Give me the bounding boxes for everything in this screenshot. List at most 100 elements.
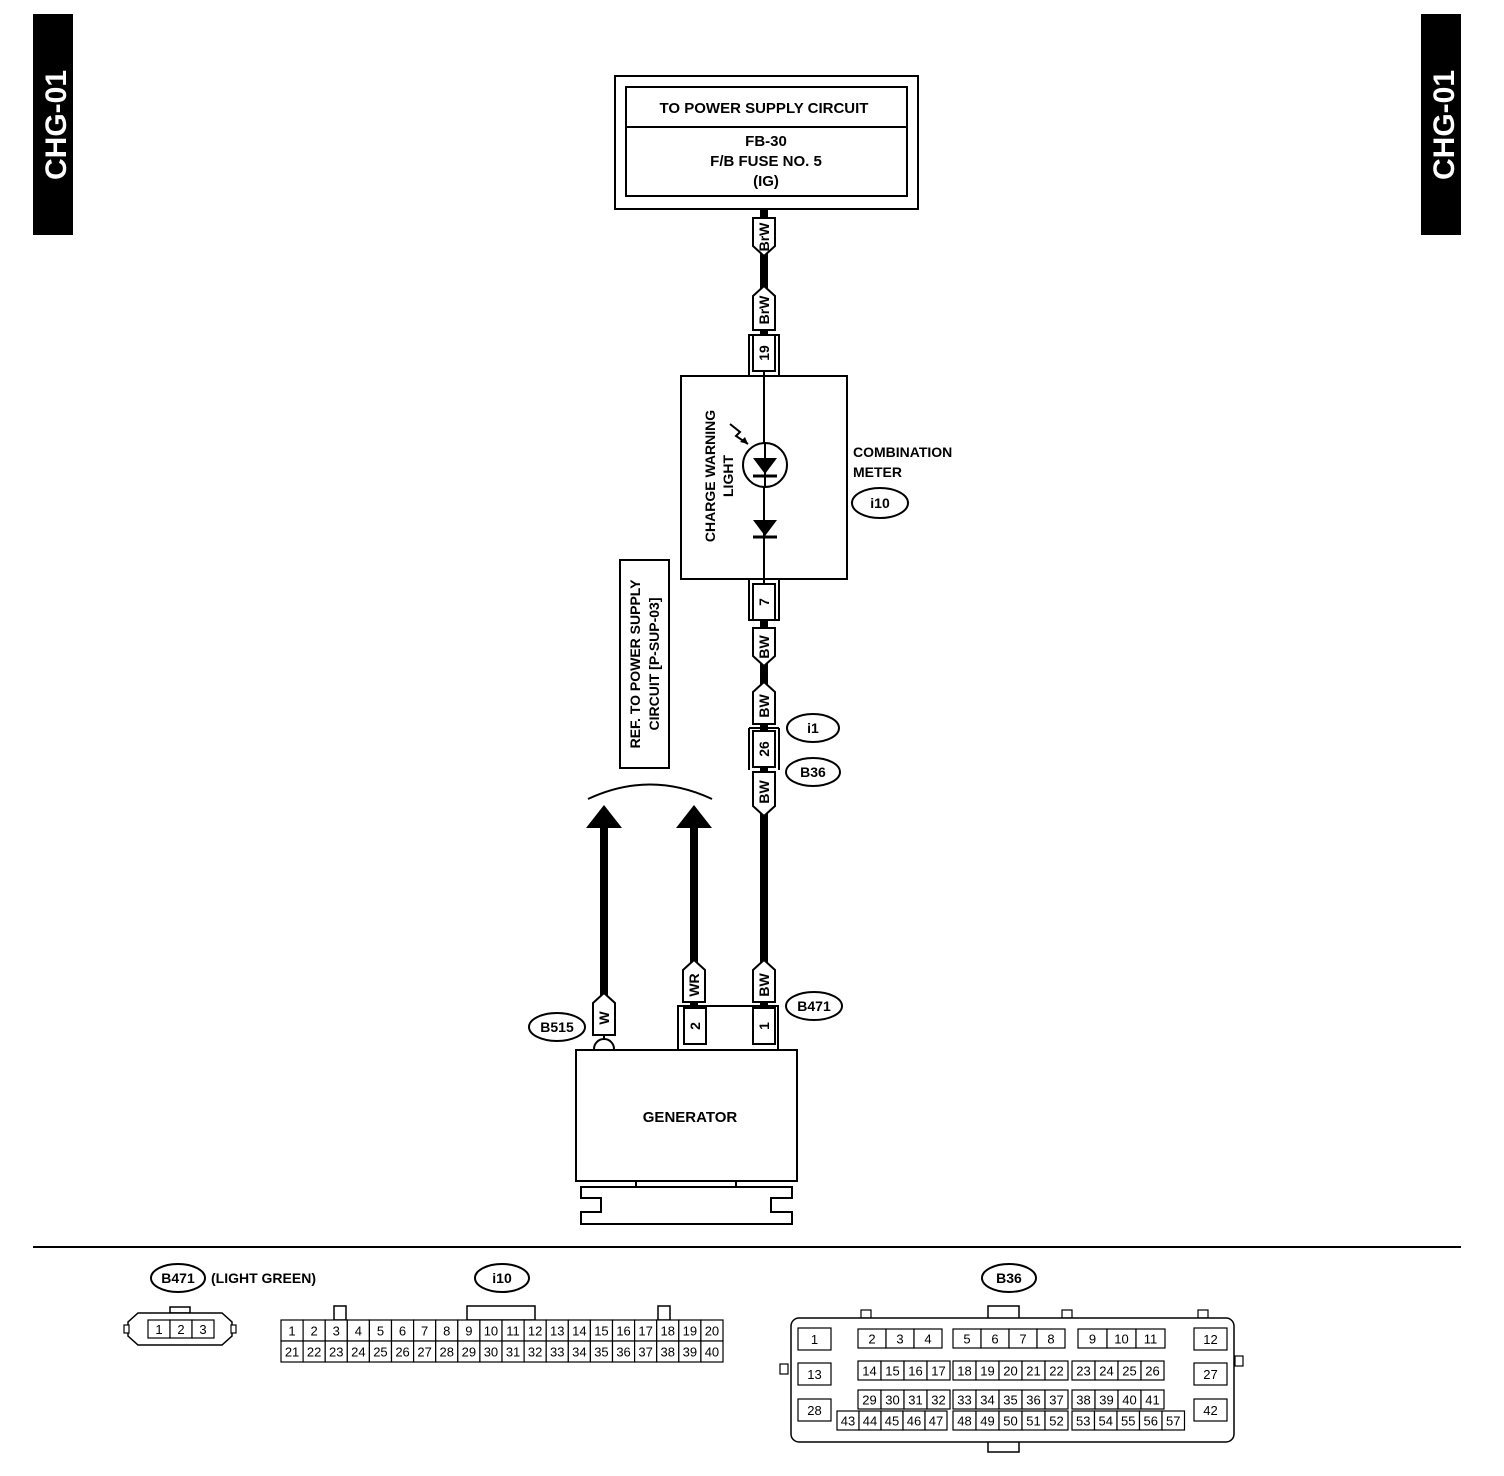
svg-text:25: 25 (1122, 1364, 1136, 1379)
ref-box-line-1: REF. TO POWER SUPPLY (627, 579, 643, 748)
svg-text:19: 19 (980, 1364, 994, 1379)
svg-text:20: 20 (1003, 1364, 1017, 1379)
svg-text:31: 31 (908, 1393, 922, 1408)
meter-name-2: METER (853, 464, 902, 480)
b36-pin: 42 (1193, 1398, 1228, 1422)
b36-pin: 50 (998, 1410, 1023, 1431)
svg-text:27: 27 (1203, 1367, 1217, 1382)
svg-text:44: 44 (863, 1414, 877, 1429)
svg-text:7: 7 (421, 1324, 428, 1339)
wire-label-bw-4: BW (752, 958, 776, 1003)
svg-text:39: 39 (683, 1345, 697, 1360)
i10-pin: 25 (368, 1340, 393, 1363)
svg-text:12: 12 (528, 1324, 542, 1339)
i10-pin: 8 (435, 1319, 459, 1342)
i10-pin: 33 (545, 1340, 569, 1363)
b36-pin: 39 (1094, 1389, 1119, 1410)
svg-text:43: 43 (841, 1414, 855, 1429)
svg-text:15: 15 (594, 1324, 608, 1339)
svg-text:W: W (596, 1011, 612, 1025)
b36-pin: 54 (1093, 1410, 1118, 1431)
b36-pin: 15 (880, 1360, 905, 1381)
legend-b36-name: B36 (996, 1270, 1022, 1286)
svg-text:36: 36 (616, 1345, 630, 1360)
b36-pin: 19 (975, 1360, 1000, 1381)
svg-text:3: 3 (896, 1332, 903, 1347)
charge-warning-label-1: CHARGE WARNING (702, 410, 718, 542)
i10-pin: 21 (280, 1340, 304, 1363)
svg-text:55: 55 (1121, 1414, 1135, 1429)
page-tab-right-label: CHG-01 (1428, 70, 1461, 180)
i10-pin: 9 (457, 1319, 481, 1342)
svg-text:48: 48 (957, 1414, 971, 1429)
b36-pin: 47 (924, 1410, 948, 1431)
b36-pin: 1 (797, 1327, 832, 1351)
svg-text:i1: i1 (807, 720, 819, 736)
i10-pin: 24 (346, 1340, 370, 1363)
svg-text:15: 15 (885, 1364, 899, 1379)
wire-label-bw-3: BW (752, 771, 776, 818)
svg-text:26: 26 (395, 1345, 409, 1360)
svg-text:2: 2 (868, 1332, 875, 1347)
svg-text:1: 1 (288, 1324, 295, 1339)
svg-text:26: 26 (1145, 1364, 1159, 1379)
svg-text:14: 14 (862, 1364, 876, 1379)
b36-pin: 5 (952, 1328, 982, 1349)
i10-pin: 15 (589, 1319, 614, 1342)
b471-pin: 1 (147, 1319, 171, 1339)
combination-meter: CHARGE WARNING LIGHT COMBINATION METER i… (680, 371, 952, 584)
i10-pin: 13 (545, 1319, 569, 1342)
b36-pin: 25 (1117, 1360, 1142, 1381)
svg-text:1: 1 (811, 1332, 818, 1347)
svg-text:BW: BW (756, 694, 772, 718)
svg-text:35: 35 (594, 1345, 608, 1360)
meter-pin-19: 19 (748, 334, 780, 376)
b36-pin: 57 (1161, 1410, 1186, 1431)
b36-pin: 24 (1094, 1360, 1119, 1381)
b36-pin: 31 (903, 1389, 928, 1410)
svg-text:53: 53 (1076, 1414, 1090, 1429)
svg-text:28: 28 (440, 1345, 454, 1360)
ref-power-supply-box: REF. TO POWER SUPPLY CIRCUIT [P-SUP-03] (587, 559, 713, 800)
connector-i1-tag: i1 (786, 713, 840, 743)
wire-bw-upper: BW BW (752, 620, 776, 733)
svg-text:5: 5 (963, 1332, 970, 1347)
i10-pin: 10 (479, 1319, 503, 1342)
svg-text:11: 11 (1144, 1332, 1158, 1347)
b471-pin: 3 (191, 1319, 215, 1339)
svg-text:33: 33 (550, 1345, 564, 1360)
wire-brw: BrW BrW (752, 209, 776, 340)
b36-pin: 36 (1021, 1389, 1046, 1410)
i10-pin: 14 (567, 1319, 591, 1342)
i10-pin: 29 (457, 1340, 481, 1363)
svg-text:3: 3 (333, 1324, 340, 1339)
wire-bw-lower: BW BW (752, 767, 776, 1008)
legend-b471-note: (LIGHT GREEN) (211, 1270, 316, 1286)
i10-pin: 30 (479, 1340, 503, 1363)
b36-pin: 28 (797, 1398, 832, 1422)
charge-warning-lamp (742, 442, 788, 488)
b36-pin: 3 (885, 1328, 915, 1349)
svg-text:B471: B471 (797, 998, 831, 1014)
svg-text:BW: BW (756, 973, 772, 997)
b36-pin: 51 (1021, 1410, 1046, 1431)
i10-pin: 18 (656, 1319, 680, 1342)
b36-pin: 26 (1140, 1360, 1165, 1381)
i10-pin: 37 (633, 1340, 658, 1363)
svg-text:34: 34 (980, 1393, 994, 1408)
svg-text:11: 11 (506, 1324, 520, 1339)
svg-text:6: 6 (399, 1324, 406, 1339)
connector-b471-tag: B471 (785, 991, 843, 1021)
i10-pin: 20 (700, 1319, 724, 1342)
generator-label: GENERATOR (643, 1109, 738, 1126)
b36-pin: 34 (975, 1389, 1000, 1410)
svg-text:54: 54 (1099, 1414, 1113, 1429)
i10-pin: 26 (390, 1340, 415, 1363)
generator-connector: 2 1 (677, 1005, 779, 1051)
wire-label-w: W (592, 991, 616, 1036)
svg-text:46: 46 (907, 1414, 921, 1429)
b36-pin: 16 (903, 1360, 928, 1381)
